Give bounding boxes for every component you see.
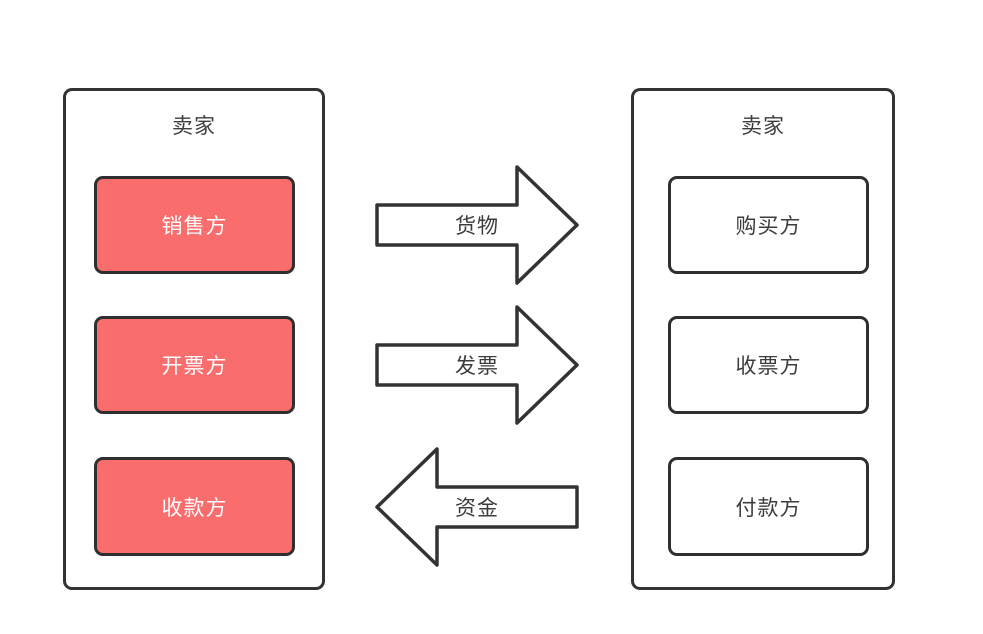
left-arrow-icon (375, 447, 579, 567)
right-arrow-icon (375, 165, 579, 285)
buyer-box: 购买方 (668, 176, 869, 274)
goods-arrow: 货物 (374, 164, 580, 286)
invoice-receiver-box: 收票方 (668, 316, 869, 414)
buyer-group-title: 卖家 (741, 115, 785, 138)
invoice-receiver-box-label: 收票方 (735, 355, 802, 378)
invoice-arrow: 发票 (374, 304, 580, 426)
seller-box-label: 销售方 (161, 215, 228, 238)
funds-arrow-label: 资金 (455, 497, 499, 520)
seller-group-title: 卖家 (172, 115, 216, 138)
payer-box: 付款方 (668, 457, 869, 556)
invoicer-box-label: 开票方 (161, 355, 228, 378)
payer-box-label: 付款方 (735, 496, 802, 520)
right-arrow-icon (375, 305, 579, 425)
goods-arrow-label: 货物 (455, 215, 499, 238)
payee-box: 收款方 (94, 457, 295, 556)
buyer-box-label: 购买方 (735, 215, 802, 238)
invoicer-box: 开票方 (94, 316, 295, 414)
funds-arrow: 资金 (374, 446, 580, 568)
seller-box: 销售方 (94, 176, 295, 274)
invoice-arrow-label: 发票 (455, 355, 499, 378)
payee-box-label: 收款方 (161, 496, 228, 520)
